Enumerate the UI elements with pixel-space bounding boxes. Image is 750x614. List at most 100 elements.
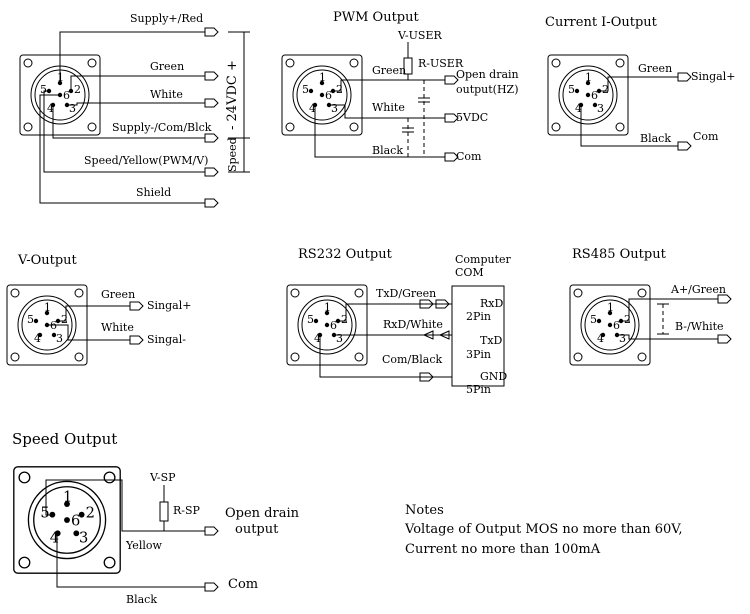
label-white: White: [372, 101, 405, 114]
pin-1-label: 1: [63, 488, 72, 505]
label-black: Black: [126, 593, 157, 606]
pin-5-label: 5: [40, 83, 47, 96]
wire-supply-plus: [59, 31, 205, 83]
pin-3-label: 3: [597, 102, 604, 115]
rs485-title: RS485 Output: [572, 247, 667, 262]
pin-2-label: 2: [341, 313, 348, 326]
speed-output-title: Speed Output: [12, 430, 117, 448]
label-green: Green: [372, 64, 406, 77]
terminal-icon: [129, 335, 144, 345]
wire-green: [58, 305, 130, 322]
label-txd-green: TxD/Green: [376, 287, 436, 300]
label-speed: Speed/Yellow(PWM/V): [84, 154, 208, 167]
pin-4-label: 4: [309, 102, 316, 115]
current-title: Current I-Output: [545, 15, 658, 30]
terminal-icon: [204, 167, 219, 177]
label-open-drain: Open drain: [456, 68, 519, 81]
terminal-icon: [204, 98, 219, 108]
connector-pwm: 1 2 3 4 5 6: [281, 54, 363, 136]
pwm-title: PWM Output: [333, 10, 420, 25]
pin-6-label: 6: [613, 319, 620, 332]
current-output: Current I-Output 1 2 3 4 5 6 Green Singa…: [545, 15, 735, 151]
terminal-icon: [204, 198, 219, 208]
wire-black: [580, 105, 678, 147]
terminal-icon: [717, 334, 732, 344]
pin-5-label: 5: [27, 313, 34, 326]
terminal-icon: [204, 582, 219, 592]
v-output: V-Output 1 2 3 4 5 6 Green Singal+ White…: [6, 253, 191, 366]
pin-2-label: 2: [86, 504, 95, 521]
pin-1-label: 1: [319, 71, 326, 84]
wire-black: [314, 105, 445, 158]
wire-a-plus: [621, 298, 718, 322]
pin-2-label: 2: [336, 83, 343, 96]
label-green: Green: [101, 288, 135, 301]
wire-green: [599, 76, 678, 92]
pin-3-label: 3: [331, 102, 338, 115]
connector-speed: 1 2 3 4 5 6: [13, 466, 121, 574]
arrow-left-icon: [422, 330, 434, 340]
resistor-icon: [159, 501, 169, 522]
wire-yellow: [45, 479, 205, 532]
pin-5-label: 5: [40, 504, 49, 521]
label-5vdc: 5VDC: [456, 111, 488, 124]
pin-3-label: 3: [336, 332, 343, 345]
label-pin3: 3Pin: [466, 348, 491, 361]
v-output-title: V-Output: [17, 253, 78, 268]
wire-txd: [338, 303, 452, 322]
label-a-plus: A+/Green: [670, 283, 726, 296]
pin-3-label: 3: [69, 102, 76, 115]
label-v-user: V-USER: [397, 29, 442, 42]
wire-b-minus: [617, 334, 718, 340]
pin-4-label: 4: [597, 332, 604, 345]
pin-3-label: 3: [56, 332, 63, 345]
wire-speed: [43, 90, 205, 173]
pin-5-label: 5: [302, 83, 309, 96]
pin-2-label: 2: [61, 313, 68, 326]
rs232-title: RS232 Output: [298, 247, 393, 262]
pin-2-label: 2: [74, 83, 81, 96]
connector-rs485: 1 2 3 4 5 6: [569, 284, 651, 366]
speed-output: Speed Output 1 2 3 4 5 6 V-SP R-SP Yello…: [12, 430, 300, 606]
pin-2-label: 2: [624, 313, 631, 326]
pin-4-label: 4: [34, 332, 41, 345]
label-singal-plus: Singal+: [147, 299, 191, 312]
label-white: White: [101, 321, 134, 334]
label-b-minus: B-/White: [675, 320, 724, 333]
pin-5-label: 5: [590, 313, 597, 326]
label-white: White: [150, 88, 183, 101]
label-black: Black: [640, 132, 671, 145]
wire-supply-minus: [52, 105, 205, 139]
label-pin2: 2Pin: [466, 310, 491, 323]
wire-white: [67, 102, 205, 106]
label-r-user: R-USER: [418, 57, 464, 70]
pin-6-label: 6: [325, 89, 332, 102]
label-speed-side: Speed: [226, 137, 239, 172]
arrow-left-icon: [438, 330, 450, 340]
label-singal-plus: Singal+: [691, 70, 735, 83]
wire-green: [70, 75, 205, 91]
rs232-output: RS232 Output Computer COM 1 2 3 4 5 6 Tx…: [286, 247, 512, 396]
label-gnd: GND: [480, 370, 507, 383]
label-24vdc: - 24VDC +: [225, 60, 240, 130]
label-green: Green: [638, 62, 672, 75]
pin-1-label: 1: [585, 71, 592, 84]
label-v-sp: V-SP: [149, 471, 176, 484]
label-output-hz: output(HZ): [456, 83, 519, 96]
pin-1-label: 1: [607, 301, 614, 314]
rs485-output: RS485 Output 1 2 3 4 5 6 A+/Green B-/Whi…: [569, 247, 732, 366]
notes-title: Notes: [405, 503, 444, 518]
wire-green: [333, 79, 445, 92]
pin-6-label: 6: [330, 319, 337, 332]
terminal-icon: [204, 133, 219, 143]
pin-1-label: 1: [44, 301, 51, 314]
pin-3-label: 3: [79, 530, 88, 547]
label-yellow: Yellow: [125, 539, 162, 552]
label-black: Black: [372, 144, 403, 157]
pin-6-label: 6: [591, 89, 598, 102]
label-com-port: COM: [455, 266, 484, 279]
label-supply-plus: Supply+/Red: [130, 12, 203, 25]
wire-com: [319, 335, 452, 378]
terminal-icon: [129, 301, 144, 311]
label-green: Green: [150, 60, 184, 73]
